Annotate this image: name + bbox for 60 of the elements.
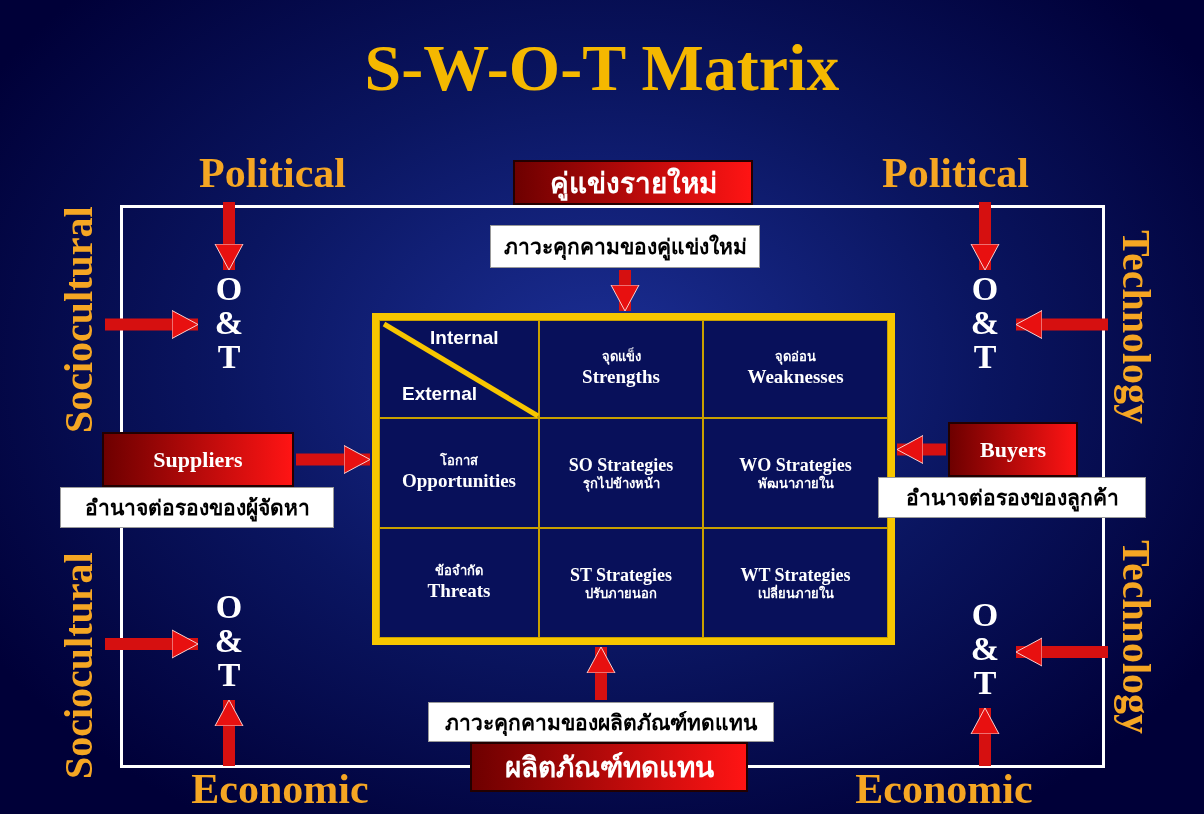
force-banner: คู่แข่งรายใหม่ [513,160,753,205]
matrix-frame [372,313,895,645]
cell-label: โอกาส [440,453,478,470]
factor-label: Economic [828,768,1060,814]
arrow [214,699,244,766]
factor-label: Political [170,152,375,200]
cell-label: Opportunities [402,469,516,493]
matrix-cell [379,418,539,528]
cell-label: จุดอ่อน [775,349,816,366]
cell-label: ข้อจำกัด [435,563,483,580]
cell-label: พัฒนาภายใน [757,476,834,493]
arrow [586,646,616,700]
caption-box: อำนาจต่อรองของลูกค้า [878,477,1146,518]
factor-label: Political [853,152,1058,200]
cell-label: SO Strategies [568,453,674,476]
arrow [970,707,1000,766]
cell-label: WO Strategies [739,453,852,476]
arrow [296,445,371,474]
caption-box: ภาวะคุกคามของคู่แข่งใหม่ [490,225,760,268]
matrix-cell [703,418,888,528]
matrix-cell [539,320,703,418]
cell-label: WT Strategies [740,563,851,585]
cell-label: เปลี่ยนภายใน [757,586,834,603]
matrix-cell [539,528,703,638]
matrix-cell [703,320,888,418]
force-banner: ผลิตภัณฑ์ทดแทน [470,742,748,792]
arrow [105,310,199,339]
arrow [970,202,1000,271]
cell-label: Weaknesses [747,365,844,389]
arrow [1015,637,1108,667]
ot-label: O & T [956,272,1014,377]
factor-label: Economic [165,768,395,814]
force-banner: Suppliers [102,432,294,487]
cell-label: Threats [427,579,491,603]
axis-label: External [402,383,477,405]
arrow [105,629,199,659]
cell-label: ปรับภายนอก [585,586,657,603]
arrow [1015,310,1108,339]
cell-label: Strengths [582,365,660,389]
cell-label: จุดแข็ง [601,349,641,366]
matrix-cell [379,528,539,638]
ot-label: O & T [200,590,258,698]
factor-label: Sociocultural [55,535,103,797]
axis-label: Internal [430,327,499,349]
caption-box: อำนาจต่อรองของผู้จัดหา [60,487,334,528]
caption-box: ภาวะคุกคามของผลิตภัณฑ์ทดแทน [428,702,774,742]
title: S-W-O-T Matrix [364,30,840,106]
ot-label: O & T [956,598,1014,706]
factor-label: Technology [1110,535,1160,740]
arrow [214,202,244,271]
cell-label: ST Strategies [569,563,673,587]
arrow [610,270,640,312]
ot-label: O & T [200,272,258,377]
force-banner: Buyers [948,422,1078,477]
matrix-cell [703,528,888,638]
factor-label: Technology [1110,225,1160,430]
cell-label: รุกไปข้างหน้า [582,476,660,493]
matrix-cell [539,418,703,528]
arrow [896,435,946,464]
factor-label: Sociocultural [55,200,103,440]
